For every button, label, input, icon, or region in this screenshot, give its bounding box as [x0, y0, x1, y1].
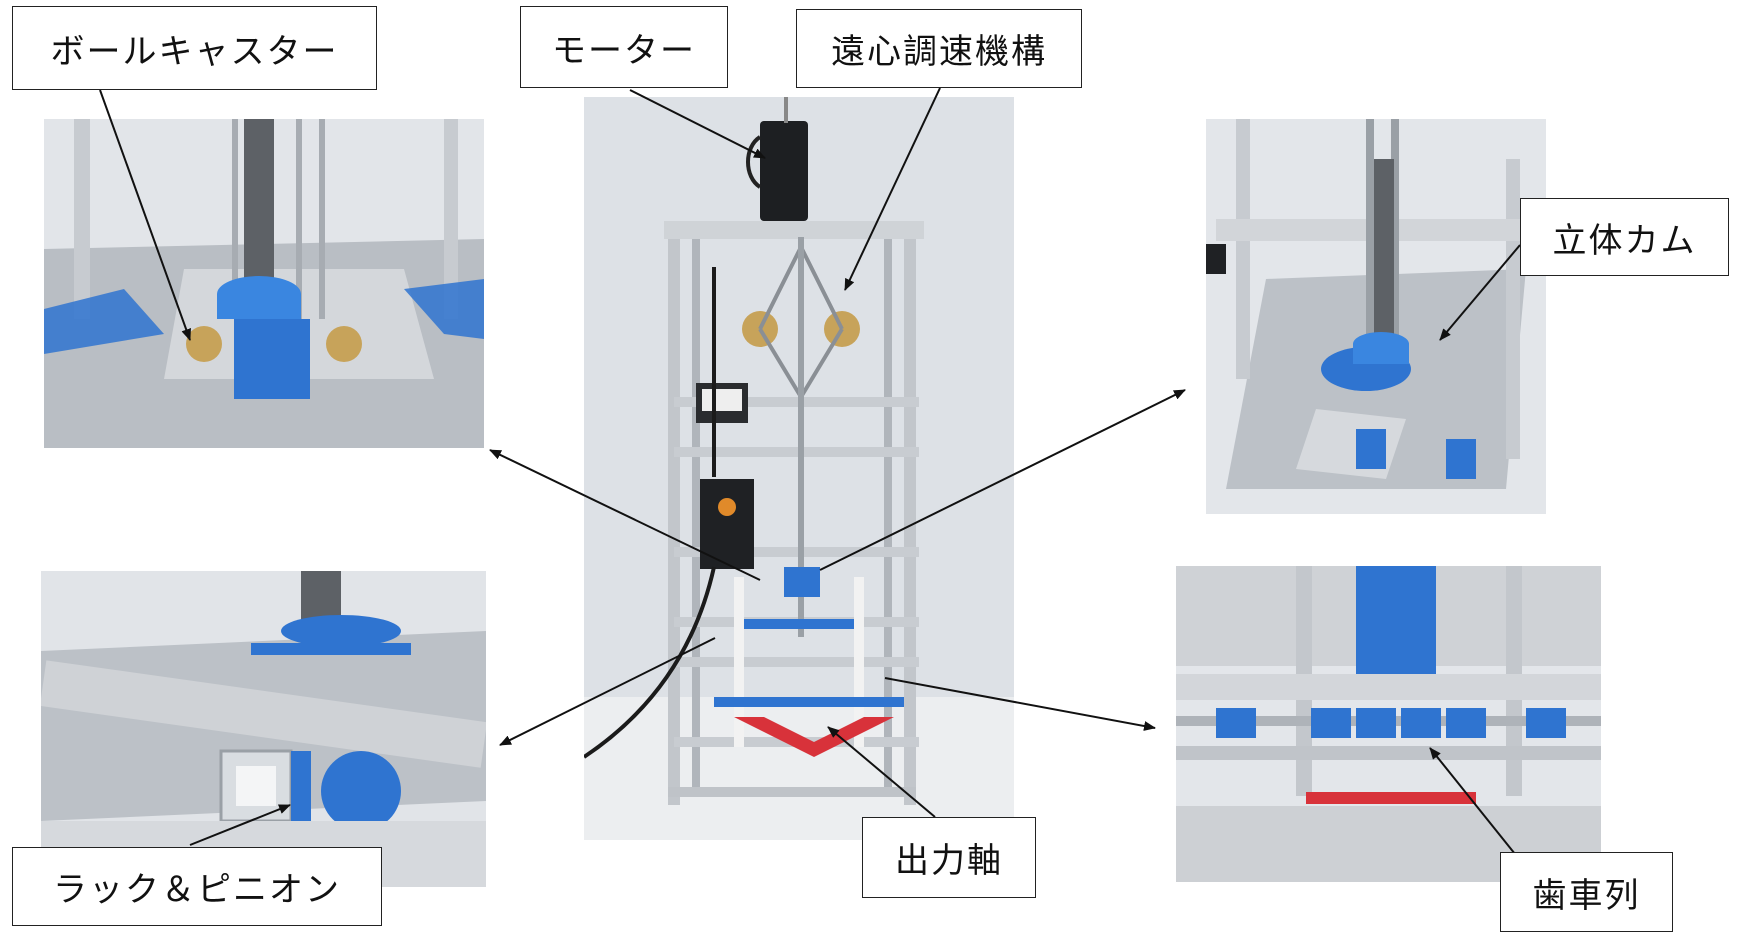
- gear-train-photo: [1176, 566, 1601, 882]
- label-rack-pinion: ラック＆ピニオン: [12, 847, 382, 926]
- rack-pinion-photo: [41, 571, 486, 887]
- label-ball-caster: ボールキャスター: [12, 6, 377, 90]
- spatial-cam-photo: [1206, 119, 1546, 514]
- label-centrifugal-governor: 遠心調速機構: [796, 9, 1082, 88]
- label-gear-train: 歯車列: [1500, 852, 1673, 932]
- ball-caster-photo: [44, 119, 484, 448]
- center-apparatus-photo: [584, 97, 1014, 840]
- label-motor: モーター: [520, 6, 728, 88]
- label-output-shaft: 出力軸: [862, 817, 1036, 898]
- label-spatial-cam: 立体カム: [1520, 198, 1729, 276]
